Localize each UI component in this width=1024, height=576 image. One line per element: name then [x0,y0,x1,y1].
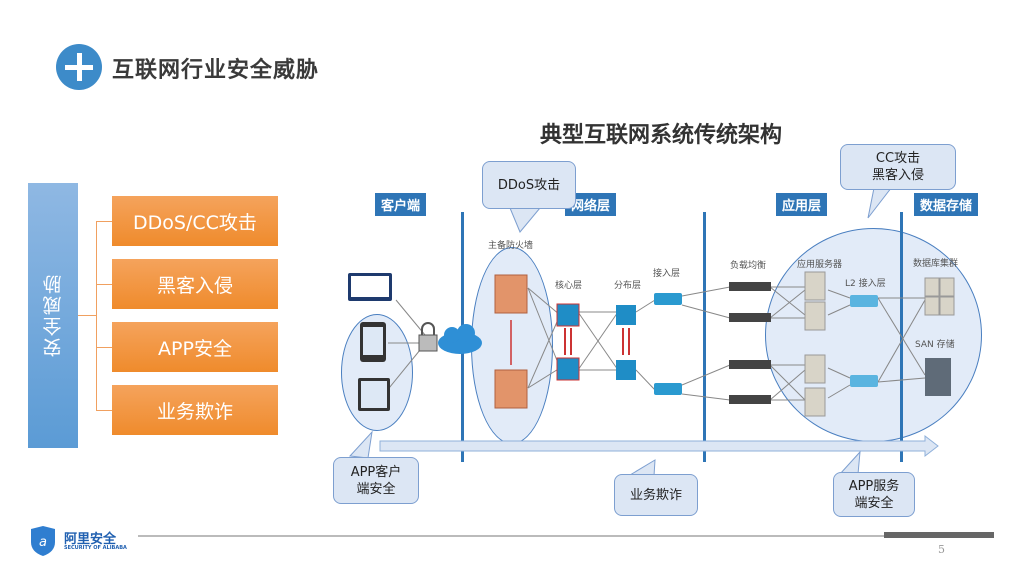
cloud-icon [438,324,482,354]
callout-ddos: DDoS攻击 [482,161,576,209]
callout-tail [348,430,373,459]
san-label: SAN 存储 [915,340,955,350]
db-cluster-label: 数据库集群 [913,259,959,269]
distribution-layer-label: 分布层 [614,281,642,291]
server-zone [765,228,982,442]
callout-fraud: 业务欺诈 [614,474,698,516]
tree-connector [78,315,96,316]
callout-line: APP服务 [848,478,900,494]
client-phone-icon [360,322,386,362]
footer-accent-bar [884,532,994,538]
callout-app-client: APP客户 端安全 [333,457,419,504]
db-cluster-icon [924,277,955,316]
callout-line: 黑客入侵 [871,168,924,183]
l2-switch-icon [850,295,878,387]
access-layer-label: 接入层 [653,269,681,279]
plus-icon [56,44,102,90]
distribution-switch-icon [616,305,636,380]
core-switch-icon [556,303,580,381]
threat-category-bar: 安全威胁 [28,183,78,448]
callout-line: 端安全 [356,481,396,497]
l2-access-label: L2 接入层 [845,279,886,289]
layer-data-storage: 数据存储 [914,193,979,216]
tree-connector [96,347,112,348]
callout-tail [838,450,861,475]
firewall-label: 主备防火墙 [488,241,534,251]
tree-connector [96,221,97,410]
page-number: 5 [938,543,945,556]
app-server-label: 应用服务器 [797,260,843,270]
callout-line: APP客户 [350,464,402,480]
firewall-icon [494,274,528,409]
logo-subtitle: SECURITY OF ALIBABA [64,545,127,551]
layer-client: 客户端 [375,193,427,216]
load-balancer-icon [729,282,771,404]
core-layer-label: 核心层 [555,281,583,291]
layer-network: 网络层 [565,193,617,216]
callout-tail [509,207,542,233]
callout-line: CC攻击 [875,151,921,166]
client-tablet-icon [358,378,390,411]
flow-arrow [379,434,939,458]
tree-connector [96,410,112,411]
tree-connector [96,221,112,222]
callout-cc-intrusion: CC攻击 黑客入侵 [840,144,956,190]
zone-divider [703,212,706,462]
load-balancer-label: 负载均衡 [730,261,767,271]
client-laptop-icon [348,273,392,301]
threat-item-ddos: DDoS/CC攻击 [112,196,278,246]
layer-application: 应用层 [776,193,828,216]
page-title: 互联网行业安全威胁 [112,58,320,83]
logo-text: 阿里安全 [64,532,117,547]
threat-item-fraud: 业务欺诈 [112,385,278,435]
threat-item-app: APP安全 [112,322,278,372]
app-server-icon [804,271,826,417]
footer-divider [138,535,886,537]
access-switch-icon [654,293,682,395]
callout-app-server: APP服务 端安全 [833,472,915,517]
threat-item-intrusion: 黑客入侵 [112,259,278,309]
svg-text:a: a [39,535,47,550]
san-storage-icon [925,358,951,396]
callout-line: 端安全 [854,495,894,511]
tree-connector [96,284,112,285]
lock-icon [418,322,438,352]
alibaba-security-logo-icon: a [31,526,55,556]
diagram-title: 典型互联网系统传统架构 [540,123,783,148]
